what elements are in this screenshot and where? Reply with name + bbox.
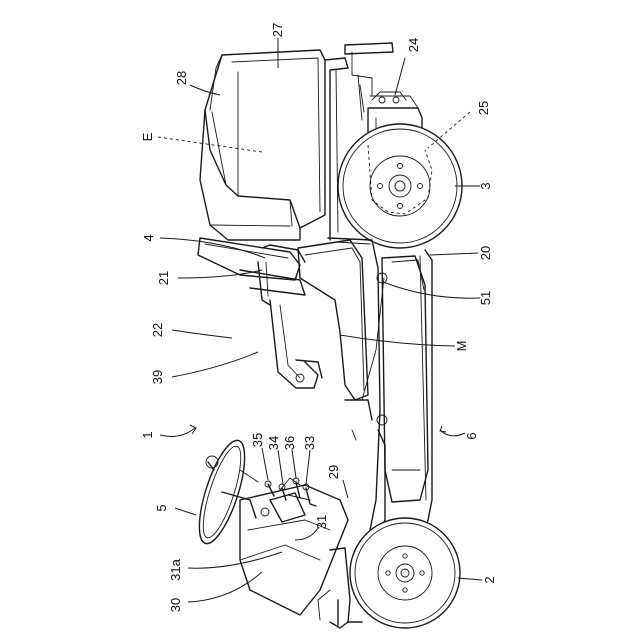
- label-4: 4: [141, 234, 156, 241]
- hood-cover: [200, 50, 325, 240]
- label-E: E: [140, 132, 155, 141]
- label-39: 39: [150, 370, 165, 384]
- label-31a: 31a: [168, 558, 183, 580]
- chassis-frame: [328, 238, 432, 560]
- label-2: 2: [482, 576, 497, 583]
- label-6: 6: [464, 432, 479, 439]
- label-1: 1: [140, 431, 155, 438]
- label-20: 20: [478, 246, 493, 260]
- label-24: 24: [406, 38, 421, 52]
- label-27: 27: [270, 23, 285, 37]
- label-51: 51: [478, 291, 493, 305]
- control-levers: [265, 478, 316, 506]
- label-5: 5: [154, 504, 169, 511]
- label-25: 25: [476, 101, 491, 115]
- label-34: 34: [266, 436, 281, 450]
- label-35: 35: [250, 433, 265, 447]
- label-29: 29: [326, 465, 341, 479]
- seat: [198, 238, 305, 305]
- label-36: 36: [282, 436, 297, 450]
- label-3: 3: [478, 182, 493, 189]
- front-wheel: [350, 518, 460, 628]
- rear-wheel: [338, 124, 462, 248]
- steering-wheel: [190, 436, 258, 549]
- front-dash: [240, 478, 348, 615]
- label-28: 28: [174, 71, 189, 85]
- label-30: 30: [168, 598, 183, 612]
- label-M: M: [454, 341, 469, 352]
- label-21: 21: [156, 271, 171, 285]
- label-31: 31: [314, 515, 329, 529]
- label-33: 33: [302, 436, 317, 450]
- label-22: 22: [150, 323, 165, 337]
- mower-deck-body: [270, 240, 368, 400]
